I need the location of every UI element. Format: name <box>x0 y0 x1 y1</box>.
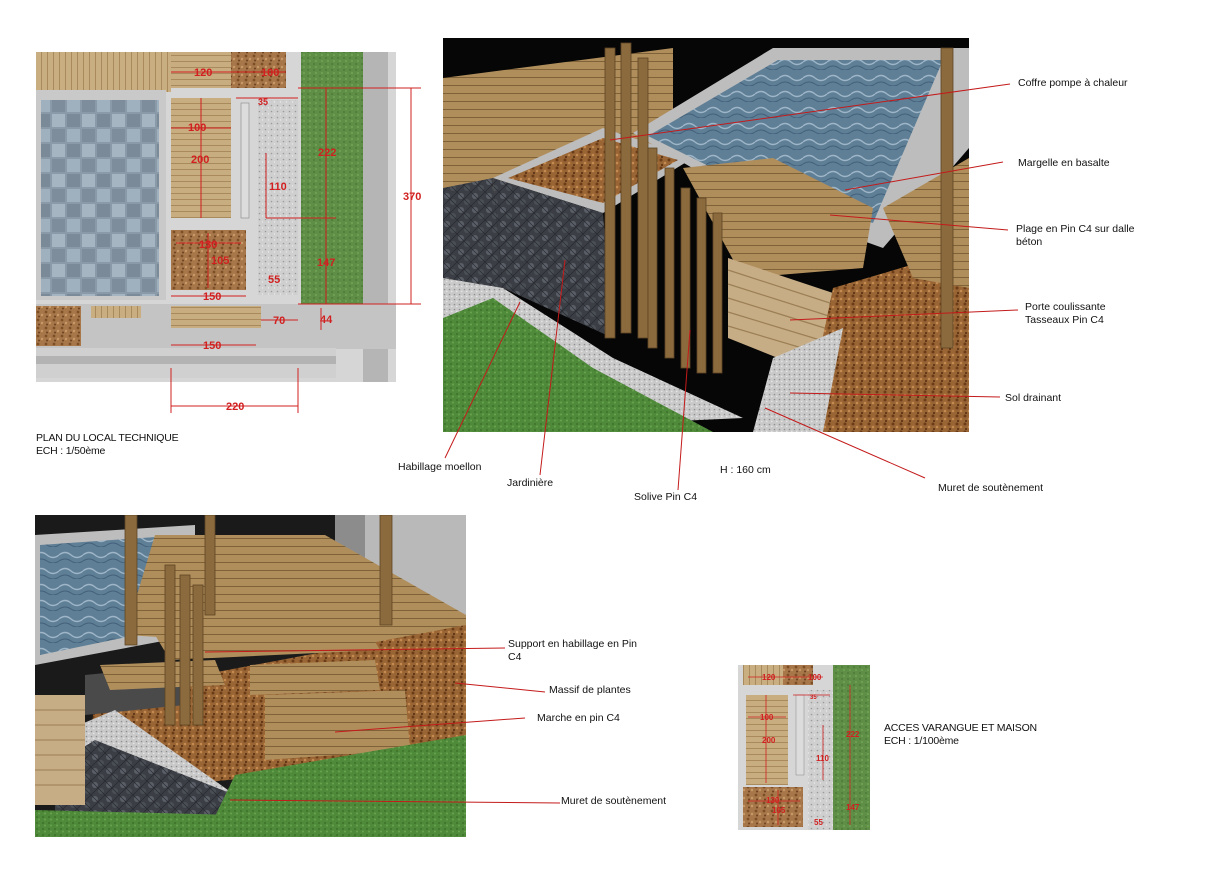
dim-70: 70 <box>273 315 285 327</box>
dim-110: 110 <box>269 181 287 193</box>
small-dim-35: 35 <box>810 695 817 701</box>
plan-local-technique-caption: PLAN DU LOCAL TECHNIQUE ECH : 1/50ème <box>36 432 179 458</box>
dim-44: 44 <box>320 314 333 326</box>
label-porte-coulissante: Porte coulissante Tasseaux Pin C4 <box>1025 301 1106 327</box>
dim-120: 120 <box>194 67 212 79</box>
render-view-acces-varangue-image <box>35 515 466 837</box>
dim-55: 55 <box>268 274 280 286</box>
dim-35: 35 <box>258 97 268 107</box>
label-solive: Solive Pin C4 <box>634 491 698 503</box>
dim-370: 370 <box>403 191 421 203</box>
label-hauteur: H : 160 cm <box>720 464 771 476</box>
plan-acces-varangue: 120 100 35 100 200 110 222 130 105 55 14… <box>738 665 870 830</box>
label-jardiniere: Jardinière <box>507 477 554 489</box>
dim-222: 222 <box>318 147 336 159</box>
plan-local-technique: 120 100 35 100 200 110 222 370 130 105 5… <box>36 38 436 418</box>
dim-150-lower: 150 <box>203 340 221 352</box>
dim-105: 105 <box>211 255 229 267</box>
small-dim-130: 130 <box>766 796 780 805</box>
label-habillage-moellon: Habillage moellon <box>398 461 482 473</box>
render-view-local-technique-image <box>443 38 969 432</box>
dim-100: 100 <box>188 122 206 134</box>
render-view-acces-varangue <box>35 515 466 837</box>
label-coffre-pompe: Coffre pompe à chaleur <box>1018 77 1128 89</box>
plan-acces-varangue-caption: ACCES VARANGUE ET MAISON ECH : 1/100ème <box>884 722 1037 748</box>
small-dim-55: 55 <box>814 818 823 827</box>
plan-acces-varangue-drawing: 120 100 35 100 200 110 222 130 105 55 14… <box>738 665 870 830</box>
label-porte-line2: Tasseaux Pin C4 <box>1025 314 1104 326</box>
dim-100-top: 100 <box>261 67 279 79</box>
small-dim-110: 110 <box>816 754 829 763</box>
dim-130: 130 <box>199 239 217 251</box>
small-dim-100-top: 100 <box>808 673 822 682</box>
label-porte-line1: Porte coulissante <box>1025 301 1106 313</box>
render-view-local-technique <box>443 38 969 432</box>
label-plage: Plage en Pin C4 sur dalle béton <box>1016 223 1135 248</box>
dim-150-upper: 150 <box>203 291 221 303</box>
small-dim-100: 100 <box>760 713 774 722</box>
small-dim-200: 200 <box>762 736 776 745</box>
small-dim-120: 120 <box>762 673 776 682</box>
plan-local-technique-drawing: 120 100 35 100 200 110 222 370 130 105 5… <box>36 52 421 413</box>
label-margelle: Margelle en basalte <box>1018 157 1110 169</box>
label-muret-bottom: Muret de soutènement <box>561 795 667 807</box>
plan-small-scale: ECH : 1/100ème <box>884 735 959 747</box>
dim-220: 220 <box>226 401 244 413</box>
plan-scale: ECH : 1/50ème <box>36 445 106 457</box>
small-dim-147: 147 <box>846 803 860 812</box>
small-dim-222: 222 <box>846 730 860 739</box>
label-marche: Marche en pin C4 <box>537 712 620 724</box>
label-muret-top: Muret de soutènement <box>938 482 1044 494</box>
leader-massif <box>454 682 546 693</box>
label-sol-drainant: Sol drainant <box>1005 392 1062 404</box>
label-support: Support en habillage en Pin C4 <box>508 638 638 663</box>
label-massif: Massif de plantes <box>549 684 631 696</box>
dim-200: 200 <box>191 154 209 166</box>
small-dim-105: 105 <box>772 806 786 815</box>
plan-title: PLAN DU LOCAL TECHNIQUE <box>36 432 179 444</box>
plan-small-title: ACCES VARANGUE ET MAISON <box>884 722 1037 734</box>
dim-147: 147 <box>317 257 335 269</box>
